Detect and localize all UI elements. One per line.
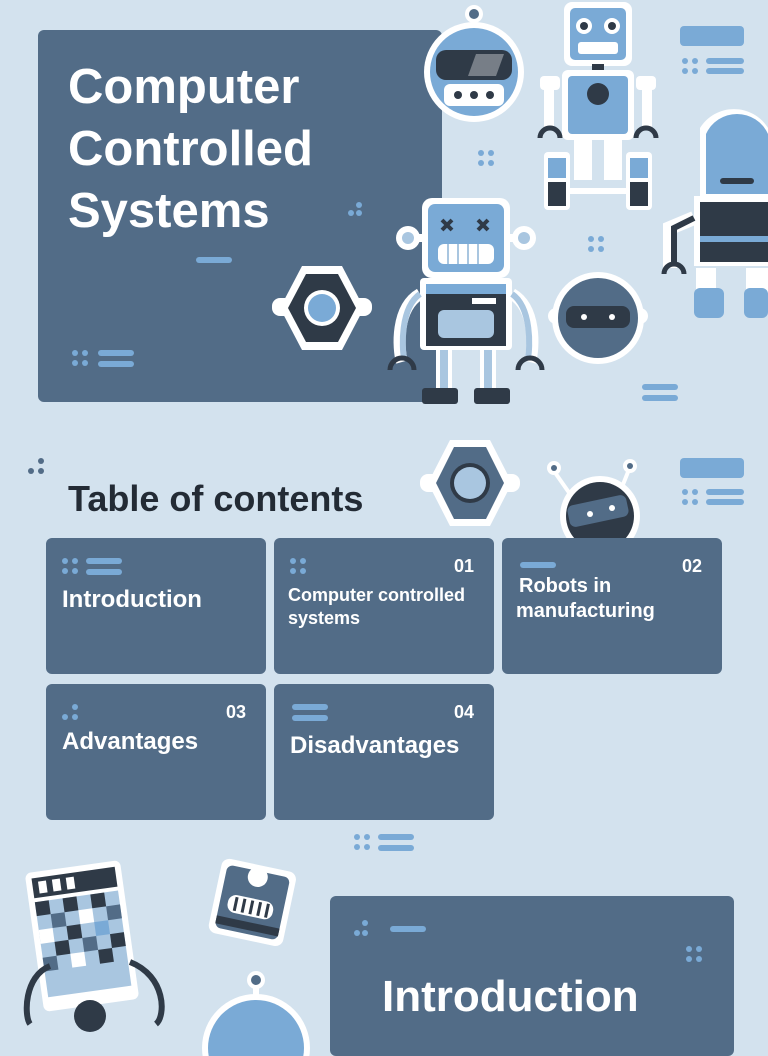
- deco-bar: [706, 58, 744, 64]
- toc-item-advantages[interactable]: 03 Advantages: [46, 684, 266, 820]
- toc-item-number: 04: [453, 702, 474, 722]
- deco-bar: [378, 834, 414, 840]
- hero-title-line-2: Controlled: [68, 122, 313, 176]
- toc-item-robots-in-manufacturing[interactable]: 02 Robots in manufacturing: [502, 538, 722, 674]
- toc-item-label: Computer controlled systems: [288, 584, 465, 630]
- robot-icon: [387, 198, 545, 404]
- intro-dash: [390, 926, 426, 932]
- robot-head-icon: [202, 971, 310, 1056]
- toc-item-label: Robots in manufacturing: [516, 574, 655, 624]
- toc-item-label: Disadvantages: [290, 732, 460, 759]
- toc-item-bar: [86, 569, 122, 575]
- toc-item-bar: [292, 704, 328, 710]
- toc-item-label: Introduction: [62, 586, 202, 613]
- robot-head-dark-icon: [547, 459, 640, 556]
- robot-head-icon: [424, 5, 524, 122]
- toc-item-bar: [292, 715, 328, 721]
- deco-bar: [706, 489, 744, 495]
- hero-title-line-3: Systems: [68, 184, 270, 238]
- toc-item-label-line: Computer controlled: [288, 585, 466, 605]
- toc-item-number: 03: [225, 702, 246, 722]
- deco-bar: [706, 68, 744, 74]
- toc-item-computer-controlled-systems[interactable]: 01 Computer controlled systems: [274, 538, 494, 674]
- hero-dash: [196, 257, 232, 263]
- hero-bar-1: [98, 350, 134, 356]
- toc-item-label-line: Robots in: [519, 575, 612, 597]
- nut-icon: [272, 266, 372, 350]
- nut-icon: [420, 440, 520, 526]
- robot-icon: [208, 858, 296, 947]
- hero-bar-2: [98, 361, 134, 367]
- hero-title-line-1: Computer: [68, 60, 300, 114]
- toc-item-number: 02: [681, 556, 702, 576]
- toc-item-bar: [86, 558, 122, 564]
- toc-item-disadvantages[interactable]: 04 Disadvantages: [274, 684, 494, 820]
- deco-bar: [642, 395, 678, 401]
- robot-icon: [23, 860, 165, 1032]
- robot-head-icon: [548, 272, 648, 364]
- toc-title: Table of contents: [68, 478, 364, 519]
- toc-item-label: Advantages: [62, 728, 199, 755]
- robot-icon: [537, 2, 659, 210]
- toc-item-label-line: manufacturing: [516, 600, 655, 622]
- robot-icon: [661, 109, 768, 318]
- deco-bar: [706, 499, 744, 505]
- deco-bar: [642, 384, 678, 390]
- toc-item-number: 01: [453, 556, 474, 576]
- introduction-title: Introduction: [382, 972, 639, 1021]
- hero-card: [38, 30, 442, 402]
- toc-item-bar: [520, 562, 556, 568]
- toc-item-introduction[interactable]: Introduction: [46, 538, 266, 674]
- deco-pill: [680, 458, 744, 478]
- deco-pill: [680, 26, 744, 46]
- deco-bar: [378, 845, 414, 851]
- hero-title: Computer Controlled Systems: [68, 56, 313, 242]
- toc-item-label-line: systems: [288, 608, 361, 628]
